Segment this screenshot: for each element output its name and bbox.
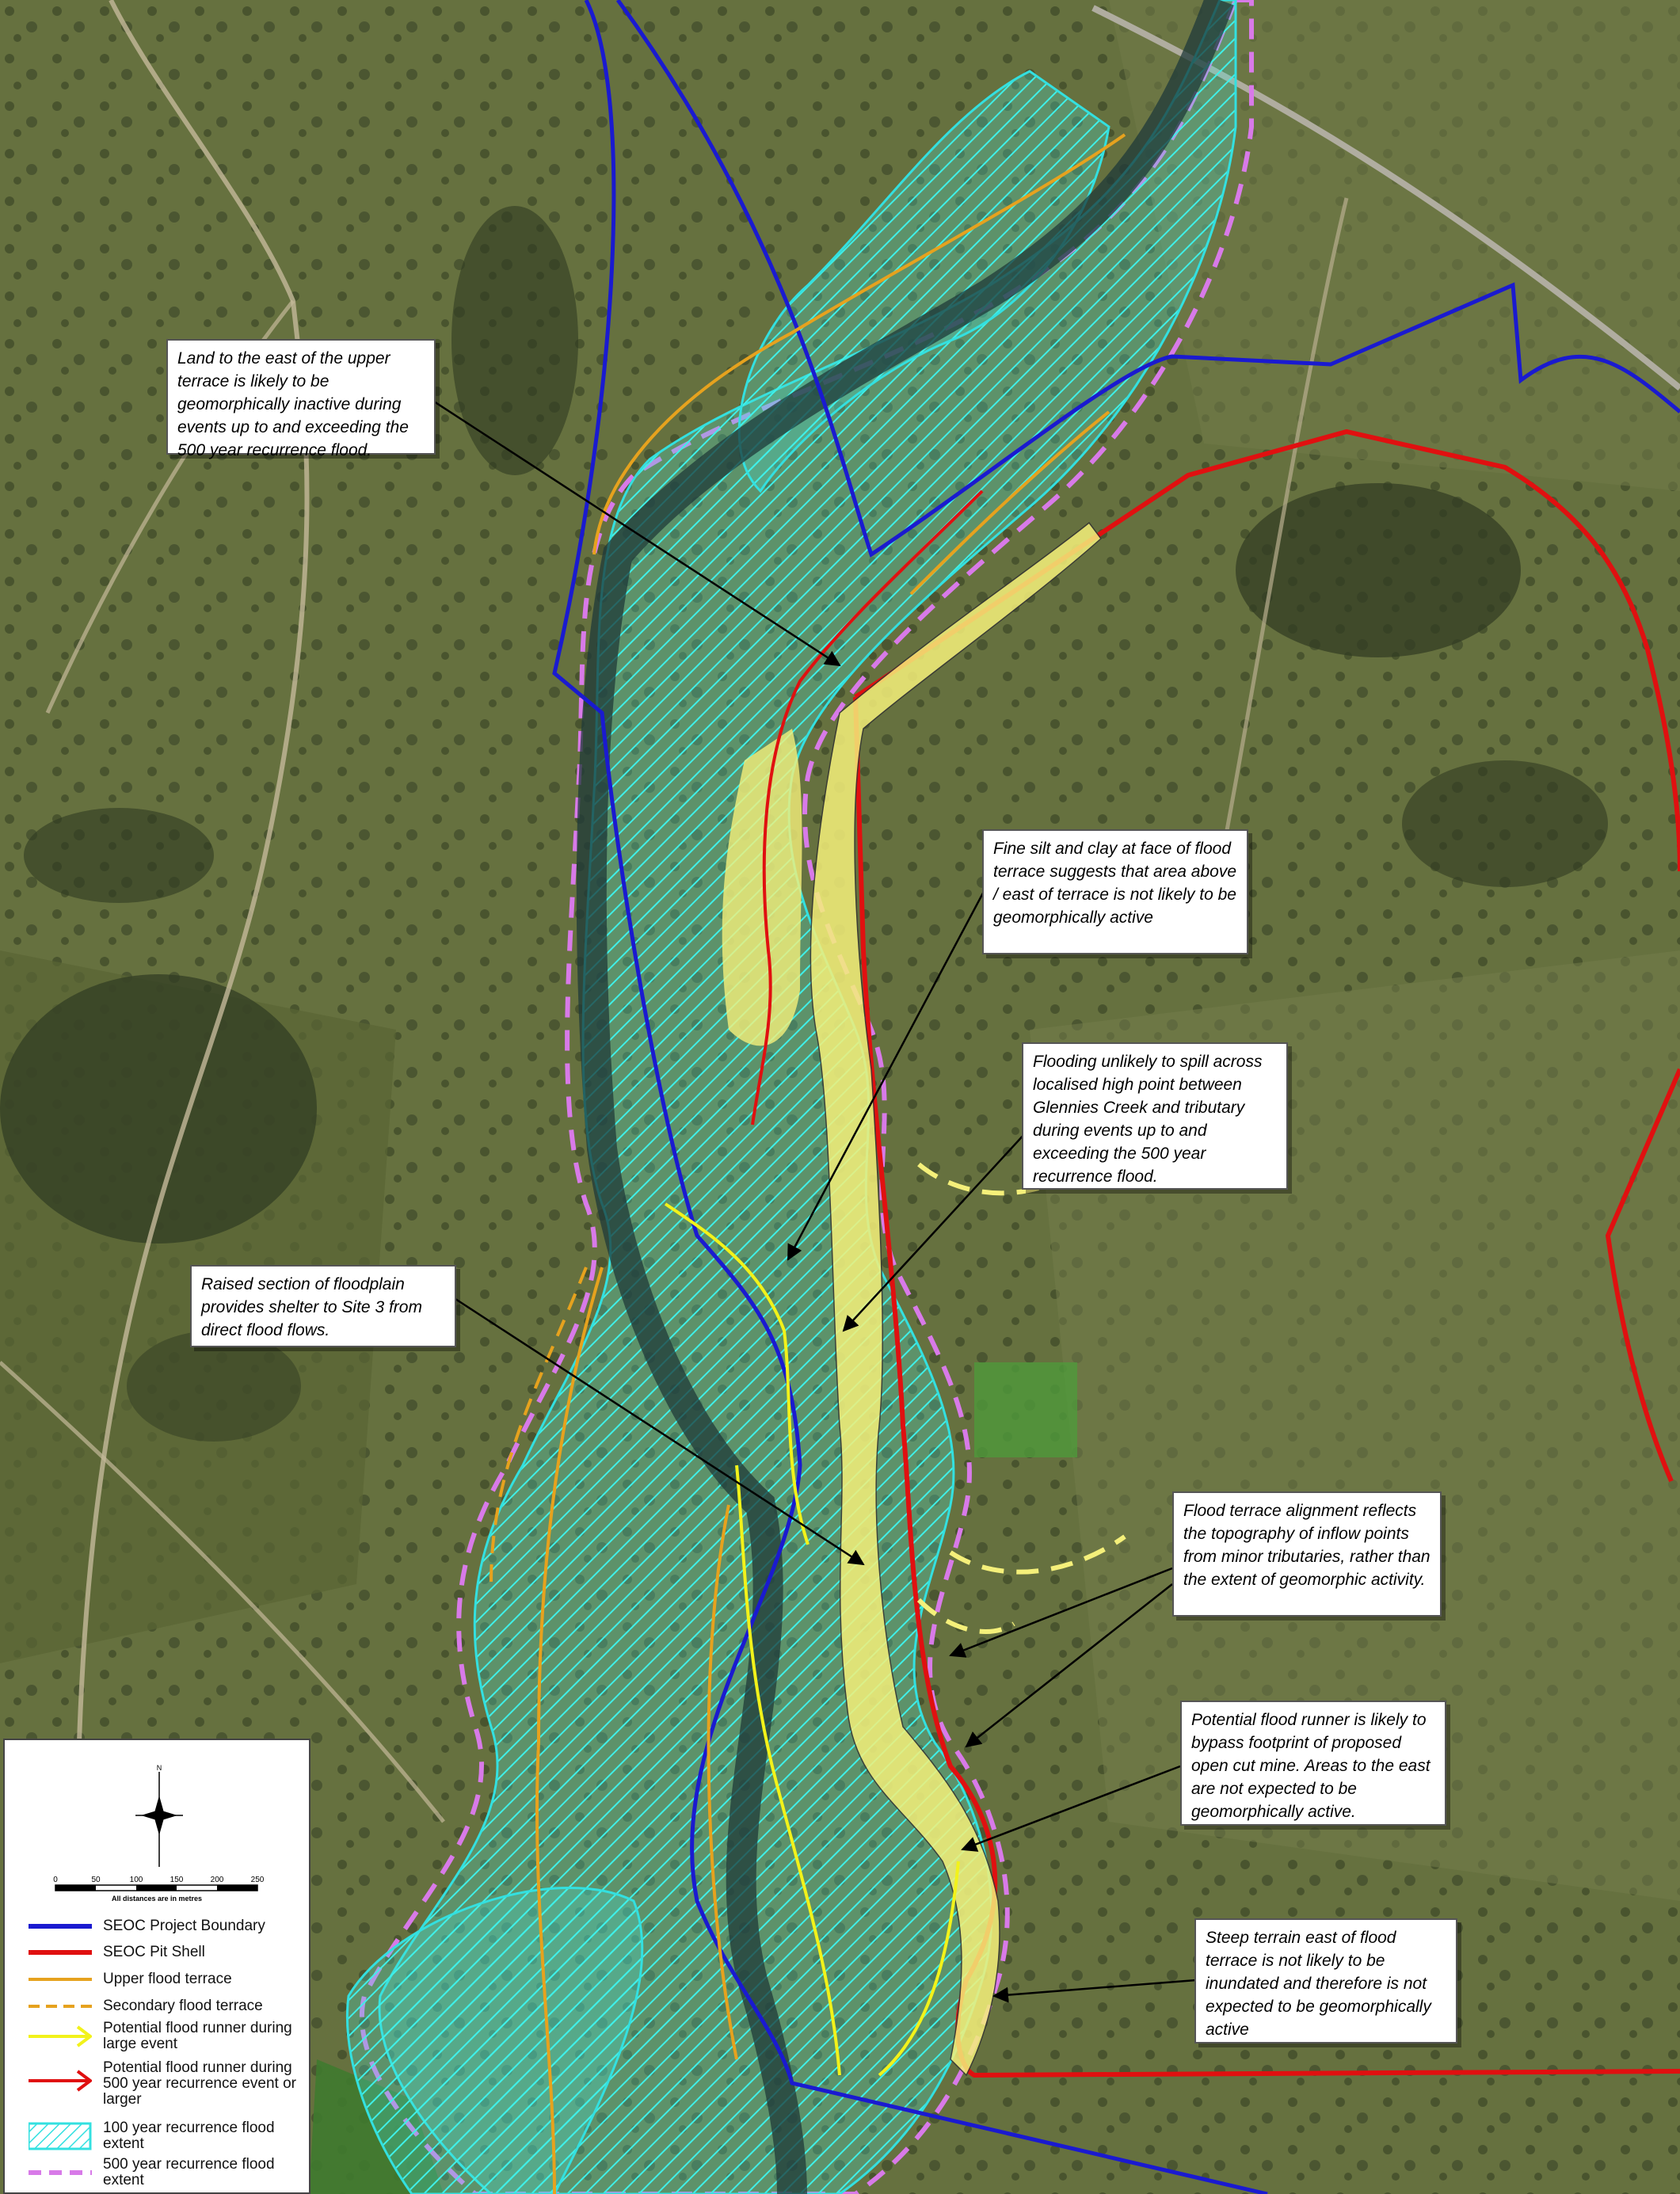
legend-item-flood500: 500 year recurrence flood extent	[21, 2157, 306, 2193]
legend-label: SEOC Pit Shell	[103, 1944, 205, 1960]
legend-label: SEOC Project Boundary	[103, 1918, 265, 1934]
callout-fine-silt: Fine silt and clay at face of flood terr…	[982, 829, 1248, 954]
leader-flood-runner	[961, 1765, 1181, 1852]
red-arrow-icon	[29, 2070, 92, 2092]
scale-tick-0: 0	[53, 1876, 58, 1884]
scale-tick-250: 250	[251, 1876, 265, 1884]
scale-bar: 0 50 100 150 200 250 All distances are i…	[53, 1876, 265, 1903]
callout-terrace-alignment: Flood terrace alignment reflects the top…	[1172, 1491, 1442, 1617]
leader-fine-silt	[787, 886, 988, 1261]
legend-label: Secondary flood terrace	[103, 1998, 263, 2014]
pitshell-line-icon	[29, 1950, 92, 1955]
callout-flooding-unlikely: Flooding unlikely to spill across locali…	[1022, 1042, 1288, 1190]
boundary-line-icon	[29, 1924, 92, 1929]
legend-item-secondary: Secondary flood terrace	[21, 1990, 306, 2022]
leader-raised-section	[455, 1297, 865, 1566]
legend-label: Upper flood terrace	[103, 1971, 232, 1987]
scale-tick-200: 200	[211, 1876, 224, 1884]
hatch-swatch-icon	[29, 2122, 92, 2150]
project-boundary	[552, 0, 1680, 2194]
yellow-arrow-icon	[29, 2025, 92, 2047]
north-label: N	[157, 1764, 162, 1772]
flood-runner-500	[751, 489, 984, 1126]
leader-terrace-alignment-2	[965, 1583, 1173, 1748]
legend-item-runner-large: Potential flood runner during large even…	[21, 2019, 306, 2055]
flood-runner-large	[664, 1202, 960, 2077]
legend-item-boundary: SEOC Project Boundary	[21, 1910, 306, 1942]
map-legend: N 0 50 100 150 200 250 All distances are…	[3, 1739, 310, 2194]
legend-label: 500 year recurrence flood extent	[103, 2156, 275, 2188]
terrace-zone	[810, 521, 1103, 2077]
callout-raised-section: Raised section of floodplain provides sh…	[190, 1265, 456, 1347]
scale-tick-100: 100	[130, 1876, 143, 1884]
north-arrow-icon: N	[135, 1764, 183, 1867]
secondary-flood-terrace	[490, 1267, 588, 1585]
leader-steep-terrain	[992, 1979, 1197, 2003]
callout-flood-runner: Potential flood runner is likely to bypa…	[1180, 1701, 1446, 1826]
legend-item-upper: Upper flood terrace	[21, 1964, 306, 1995]
leader-flooding-unlikely	[842, 1132, 1027, 1332]
scale-tick-50: 50	[91, 1876, 101, 1884]
legend-label: Potential flood runner during large even…	[103, 2020, 292, 2052]
upper-flood-terrace	[592, 133, 1126, 596]
legend-label: 100 year recurrence flood extent	[103, 2120, 275, 2152]
secondary-terrace-line-icon	[29, 2005, 92, 2008]
scale-caption: All distances are in metres	[112, 1895, 202, 1903]
legend-item-runner-500: Potential flood runner during 500 year r…	[21, 2060, 306, 2112]
legend-item-pitshell: SEOC Pit Shell	[21, 1937, 306, 1968]
leader-land-east	[431, 398, 841, 667]
legend-item-flood100: 100 year recurrence flood extent	[21, 2119, 306, 2155]
upper-terrace-line-icon	[29, 1978, 92, 1981]
scale-tick-150: 150	[170, 1876, 184, 1884]
callout-steep-terrain: Steep terrain east of flood terrace is n…	[1194, 1918, 1457, 2044]
legend-label: Potential flood runner during 500 year r…	[103, 2059, 296, 2108]
leader-terrace-alignment-1	[949, 1567, 1173, 1658]
callout-land-east: Land to the east of the upper terrace is…	[166, 339, 436, 459]
dashed-purple-line-icon	[29, 2170, 92, 2175]
